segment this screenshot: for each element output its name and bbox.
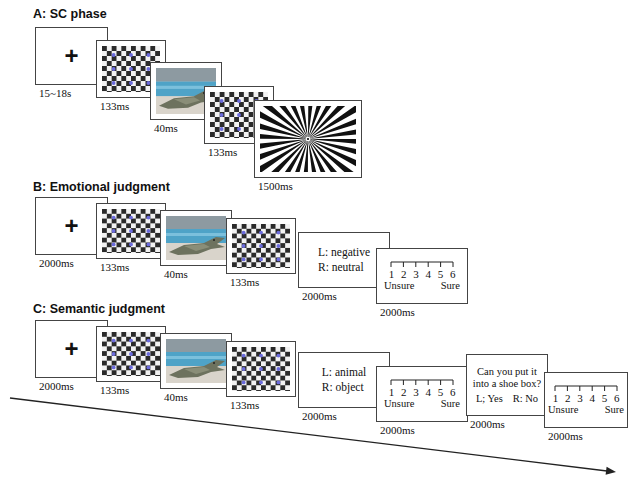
stimulus-frame: 40ms bbox=[160, 333, 232, 404]
duration-label: 133ms bbox=[226, 399, 296, 412]
frame-border: 1 2 3 4 5 6Unsure Sure bbox=[376, 248, 468, 304]
frame-border bbox=[96, 326, 166, 382]
rating-ruler bbox=[389, 260, 455, 268]
duration-label: 2000ms bbox=[376, 424, 468, 437]
frame-border bbox=[160, 333, 232, 389]
stimulus-frame: 1 2 3 4 5 6Unsure Sure 2000ms bbox=[376, 248, 468, 319]
stimulus-image bbox=[102, 209, 160, 253]
response-option: L: animal bbox=[322, 365, 366, 380]
duration-label: 2000ms bbox=[544, 430, 628, 443]
stimulus-frame: 133ms bbox=[226, 218, 296, 289]
rating-number: 1 2 3 4 5 6 bbox=[553, 392, 620, 404]
duration-label: 2000ms bbox=[466, 418, 548, 431]
stimulus-frame: 133ms bbox=[96, 203, 166, 274]
frame-border bbox=[226, 341, 296, 397]
fixation-cross: + bbox=[64, 214, 78, 238]
duration-label: 40ms bbox=[150, 122, 222, 135]
stimulus-frame: Can you put it into a shoe box? L; Yes R: … bbox=[466, 354, 548, 431]
duration-label: 2000ms bbox=[376, 306, 468, 319]
stimulus-frame: 40ms bbox=[160, 210, 232, 281]
stimulus-frame: 1500ms bbox=[254, 100, 362, 193]
duration-label: 40ms bbox=[160, 268, 232, 281]
frame-border bbox=[160, 210, 232, 266]
duration-label: 2000ms bbox=[35, 257, 108, 270]
frame-border bbox=[226, 218, 296, 274]
section-title: A: SC phase bbox=[33, 7, 107, 22]
scale-anchor: Sure bbox=[441, 398, 460, 410]
stimulus-image bbox=[232, 347, 290, 391]
response-option: R: No bbox=[513, 392, 538, 405]
stimulus-frame: 133ms bbox=[226, 341, 296, 412]
stimulus-image bbox=[232, 224, 290, 268]
section-title: B: Emotional judgment bbox=[33, 180, 170, 195]
stimulus-frame: 1 2 3 4 5 6Unsure Sure 2000ms bbox=[544, 372, 628, 443]
duration-label: 2000ms bbox=[35, 380, 108, 393]
scale-anchor: Sure bbox=[441, 280, 460, 292]
rating-ruler bbox=[553, 384, 619, 392]
frame-border: Can you put it into a shoe box? L; Yes R: … bbox=[466, 354, 548, 416]
stimulus-image bbox=[166, 216, 226, 260]
frame-border bbox=[254, 100, 362, 178]
rating-ruler bbox=[389, 378, 455, 386]
scale-anchor: Unsure bbox=[384, 398, 414, 410]
duration-label: 133ms bbox=[226, 276, 296, 289]
duration-label: 133ms bbox=[96, 261, 166, 274]
duration-label: 1500ms bbox=[254, 180, 362, 193]
response-option: R: neutral bbox=[318, 260, 364, 275]
rating-number: 1 2 3 4 5 6 bbox=[389, 386, 456, 398]
stimulus-image bbox=[260, 106, 356, 172]
duration-label: 133ms bbox=[96, 100, 166, 113]
timeline-head bbox=[606, 467, 616, 475]
duration-label: 15~18s bbox=[35, 87, 108, 100]
response-option: L; Yes bbox=[476, 392, 503, 405]
frame-border: 1 2 3 4 5 6Unsure Sure bbox=[544, 372, 628, 428]
scale-anchor: Sure bbox=[605, 404, 624, 416]
fixation-cross: + bbox=[64, 44, 78, 68]
scale-anchor: Unsure bbox=[548, 404, 578, 416]
fixation-cross: + bbox=[64, 337, 78, 361]
duration-label: 2000ms bbox=[298, 290, 390, 303]
stimulus-image bbox=[102, 332, 160, 376]
duration-label: 133ms bbox=[96, 384, 166, 397]
question-text: Can you put it into a shoe box? bbox=[471, 366, 543, 390]
scale-anchor: Unsure bbox=[384, 280, 414, 292]
frame-border bbox=[96, 203, 166, 259]
stimulus-image bbox=[166, 339, 226, 383]
duration-label: 2000ms bbox=[298, 410, 390, 423]
section-title: C: Semantic judgment bbox=[33, 302, 165, 317]
duration-label: 133ms bbox=[204, 146, 274, 159]
rating-number: 1 2 3 4 5 6 bbox=[389, 268, 456, 280]
duration-label: 40ms bbox=[160, 391, 232, 404]
response-option: R: object bbox=[322, 380, 364, 395]
stimulus-frame: 1 2 3 4 5 6Unsure Sure 2000ms bbox=[376, 366, 468, 437]
stimulus-frame: 133ms bbox=[96, 326, 166, 397]
response-option: L: negative bbox=[318, 245, 370, 260]
frame-border: 1 2 3 4 5 6Unsure Sure bbox=[376, 366, 468, 422]
